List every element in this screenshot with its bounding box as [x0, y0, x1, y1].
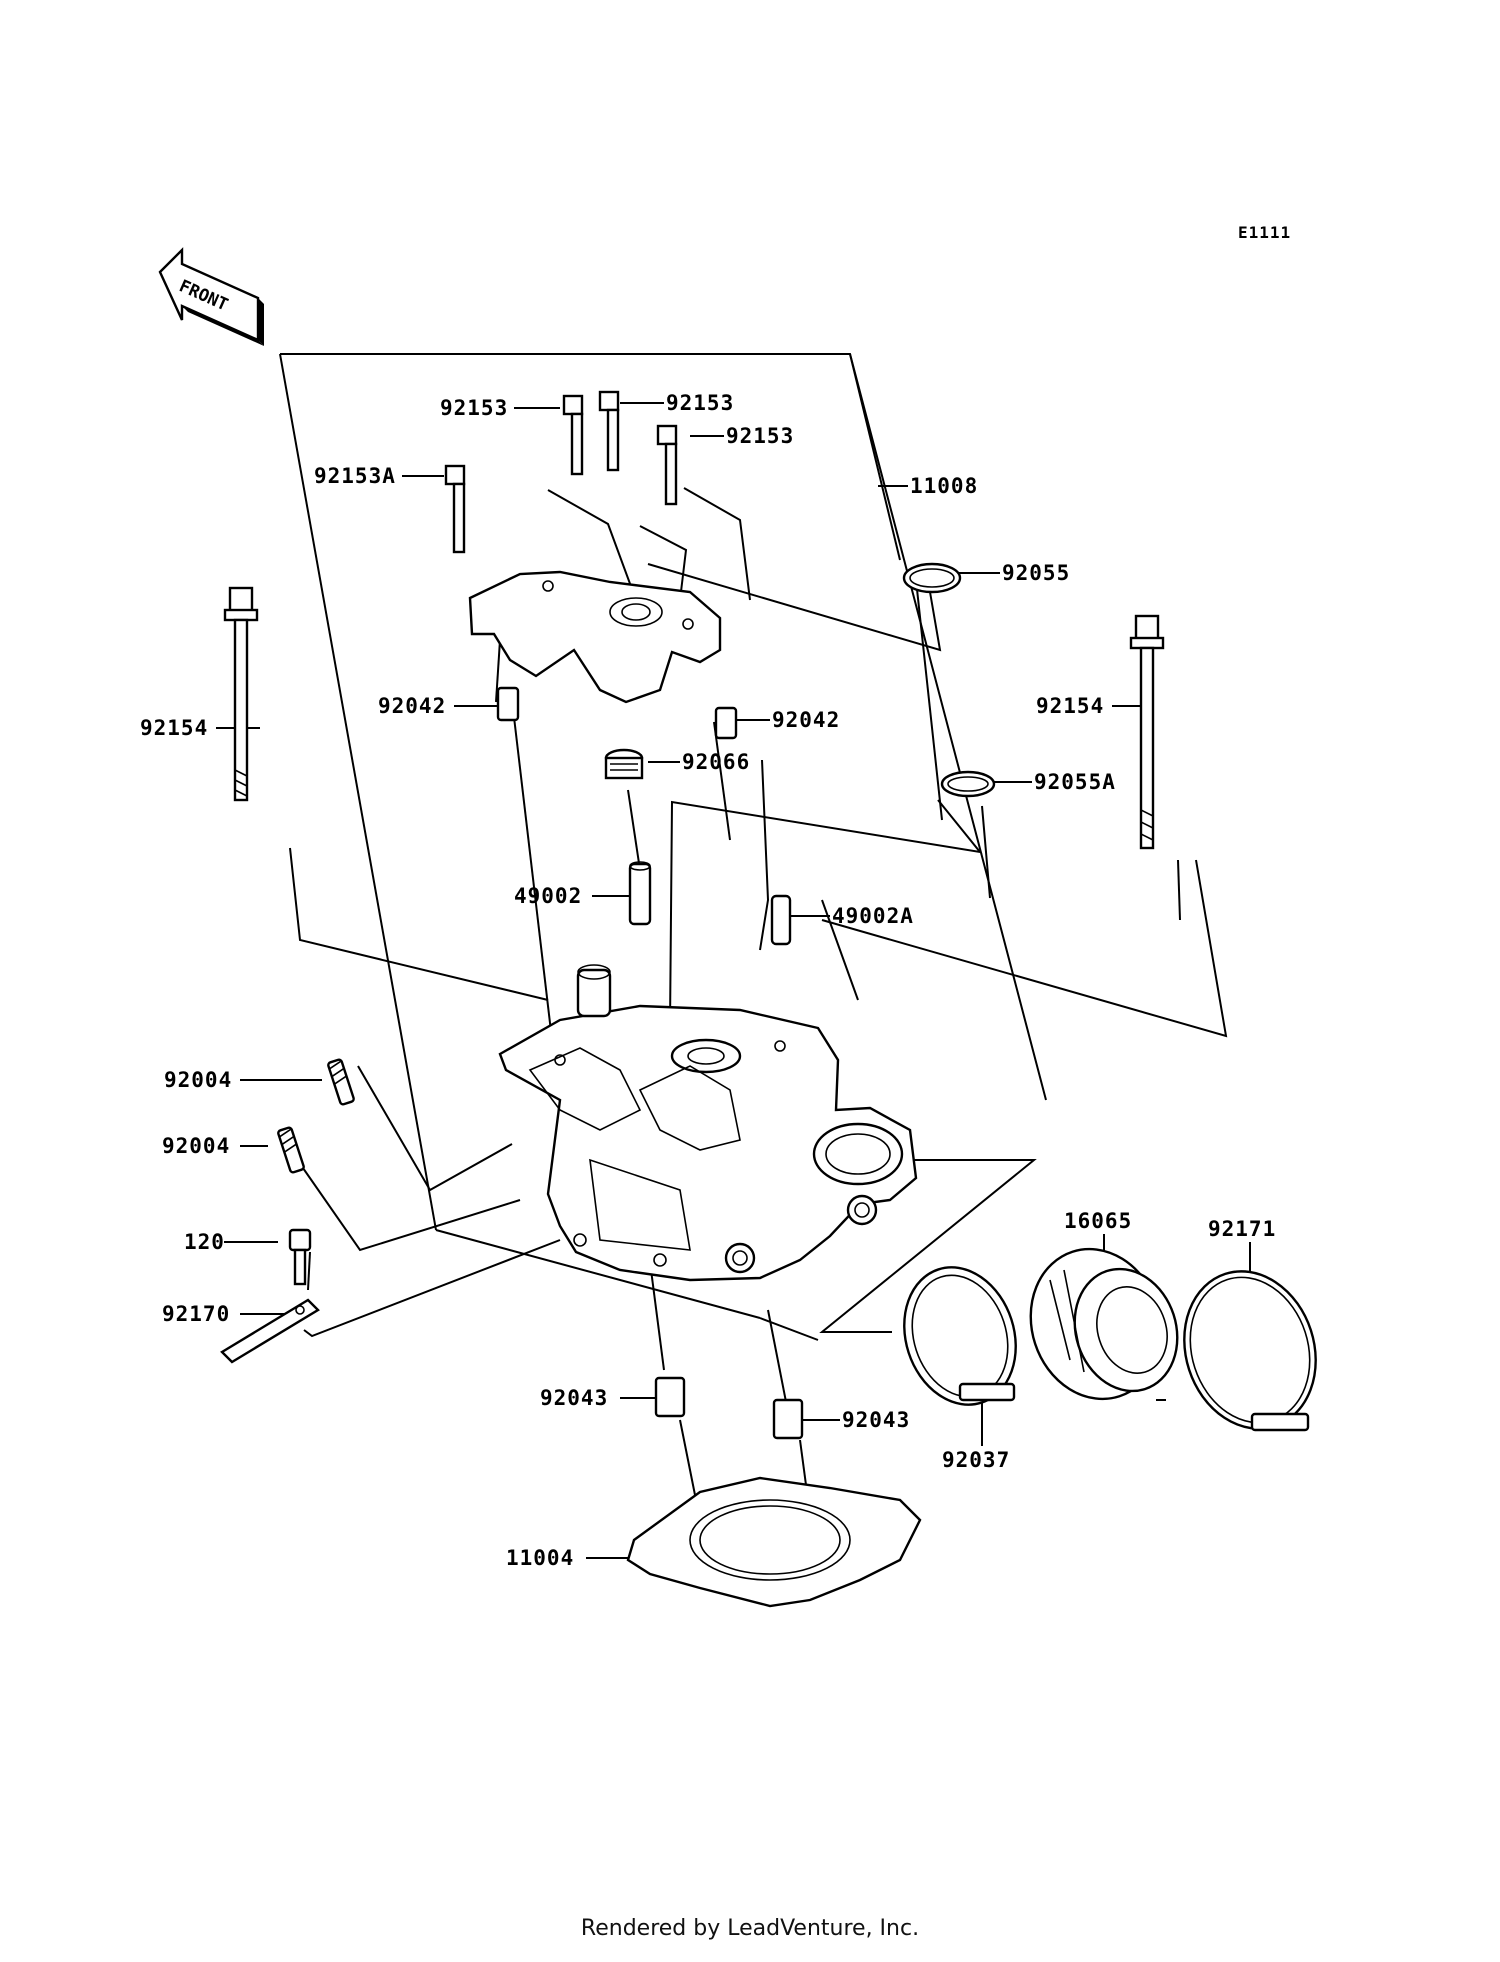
camshaft-cap-icon	[468, 570, 722, 704]
head-gasket-icon	[626, 1476, 922, 1608]
label-92004-a: 92004	[164, 1068, 232, 1092]
clamp-92171-icon	[1183, 1270, 1317, 1432]
valve-guide-49002A-icon	[770, 894, 792, 946]
label-11008: 11008	[910, 474, 978, 498]
bolt-120-icon	[288, 1228, 312, 1286]
label-120: 120	[184, 1230, 225, 1254]
leader-lines	[216, 402, 1251, 1561]
label-92055A: 92055A	[1034, 770, 1116, 794]
label-92043-left: 92043	[540, 1386, 608, 1410]
label-92043-right: 92043	[842, 1408, 910, 1432]
footer-credit: Rendered by LeadVenture, Inc.	[580, 1916, 920, 1941]
label-92055: 92055	[1002, 561, 1070, 585]
label-92153-b: 92153	[666, 391, 734, 415]
stud-lower-icon	[277, 1126, 305, 1174]
label-92153A: 92153A	[314, 464, 396, 488]
dowel-pin-right-icon	[714, 706, 738, 740]
bracket-92170-icon	[220, 1298, 320, 1364]
label-92154-left: 92154	[140, 716, 208, 740]
dowel-pin-92043-left-icon	[654, 1376, 686, 1418]
label-92042-left: 92042	[378, 694, 446, 718]
dowel-pin-left-icon	[496, 686, 520, 722]
label-11004: 11004	[506, 1546, 574, 1570]
label-92171: 92171	[1208, 1217, 1276, 1241]
label-92154-right: 92154	[1036, 694, 1104, 718]
dowel-pin-92043-right-icon	[772, 1398, 804, 1440]
label-92153-a: 92153	[440, 396, 508, 420]
label-92042-right: 92042	[772, 708, 840, 732]
o-ring-92055A-icon	[940, 770, 996, 798]
label-92170: 92170	[162, 1302, 230, 1326]
diagram-code: E1111	[1238, 223, 1291, 242]
label-49002: 49002	[514, 884, 582, 908]
plug-92066-icon	[604, 748, 644, 780]
stud-upper-icon	[327, 1058, 355, 1106]
o-ring-92055-icon	[902, 562, 962, 594]
valve-guide-49002-icon	[628, 861, 652, 926]
cylinder-head-icon	[498, 964, 918, 1282]
label-92153-c: 92153	[726, 424, 794, 448]
part-labels: 92153 92153 92153 92153A 11008 92055 921…	[140, 391, 1276, 1570]
label-49002A: 49002A	[832, 904, 914, 928]
label-92066: 92066	[682, 750, 750, 774]
label-92037: 92037	[942, 1448, 1010, 1472]
label-92004-b: 92004	[162, 1134, 230, 1158]
intake-joint-icon	[1029, 1247, 1179, 1401]
label-16065: 16065	[1064, 1209, 1132, 1233]
head-bolt-left-icon	[223, 586, 259, 802]
clamp-92037-icon	[903, 1266, 1017, 1406]
front-arrow-icon: FRONT	[158, 247, 264, 346]
head-bolt-right-icon	[1129, 614, 1165, 850]
cam-cap-bolts-icon	[444, 390, 678, 554]
